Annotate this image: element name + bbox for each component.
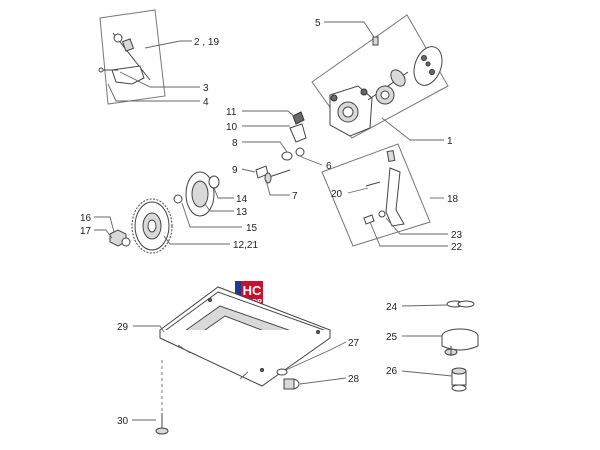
callout-1: 1 — [447, 136, 453, 147]
logo-line-1: HC — [243, 283, 262, 298]
callout-24: 24 — [386, 302, 398, 313]
callout-30: 30 — [117, 416, 129, 427]
callout-16: 16 — [80, 213, 92, 224]
pump-cover-parts — [173, 171, 220, 217]
callout-6: 6 — [326, 161, 332, 172]
callout-7: 7 — [292, 191, 298, 202]
callout-27: 27 — [348, 338, 360, 349]
callout-26: 26 — [386, 366, 398, 377]
callout-29: 29 — [117, 322, 129, 333]
callout-8: 8 — [232, 138, 238, 149]
relief-valve-parts — [255, 111, 307, 184]
callout-5: 5 — [315, 18, 321, 29]
callout-17: 17 — [80, 226, 92, 237]
callout-13: 13 — [236, 207, 248, 218]
callout-2-19: 2 , 19 — [194, 37, 219, 48]
logo-stripe — [235, 281, 241, 307]
callout-25: 25 — [386, 332, 398, 343]
callout-20: 20 — [331, 189, 343, 200]
callout-3: 3 — [203, 83, 209, 94]
callout-labels: 2 , 19 3 4 5 1 11 10 8 6 9 7 14 13 15 16… — [80, 18, 463, 427]
callout-10: 10 — [226, 122, 238, 133]
callout-9: 9 — [232, 165, 238, 176]
pin-part — [372, 36, 379, 46]
callout-18: 18 — [447, 194, 459, 205]
callout-28: 28 — [348, 374, 360, 385]
oil-pickup-group — [321, 143, 431, 247]
oil-pan — [159, 286, 332, 387]
leader-lines — [94, 21, 453, 421]
callout-4: 4 — [203, 97, 209, 108]
shaft-assembly-group — [98, 9, 166, 105]
strainer-parts — [441, 300, 479, 392]
oil-pump-assembly — [311, 14, 449, 139]
washer-part — [276, 368, 288, 376]
callout-12-21: 12,21 — [233, 240, 258, 251]
callout-22: 22 — [451, 242, 463, 253]
callout-14: 14 — [236, 194, 248, 205]
drain-plug — [283, 378, 300, 390]
callout-15: 15 — [246, 223, 258, 234]
callout-11: 11 — [226, 107, 237, 118]
timing-gear — [109, 198, 173, 254]
bolt-part — [155, 360, 169, 435]
callout-23: 23 — [451, 230, 463, 241]
